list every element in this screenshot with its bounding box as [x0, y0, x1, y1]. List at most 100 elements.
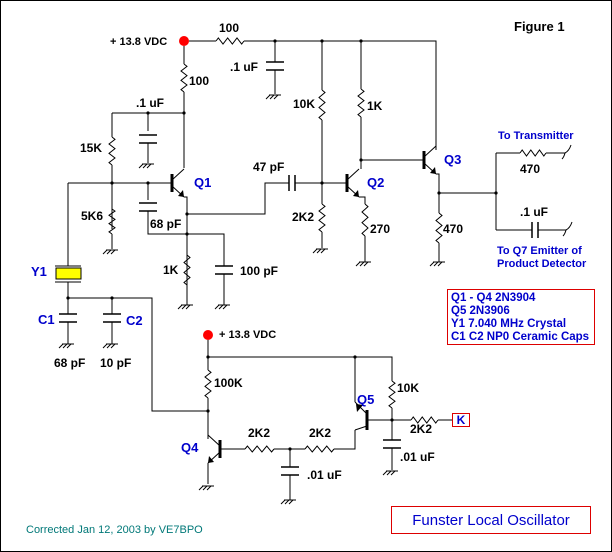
c1-designator: C1	[38, 312, 55, 327]
resistor-symbol	[183, 254, 191, 286]
supply-terminal-icon	[179, 36, 189, 46]
wire	[187, 233, 225, 266]
junction-dot	[273, 39, 277, 43]
junction-dot	[320, 181, 324, 185]
c-q1-emitter-label: 100 pF	[240, 264, 279, 278]
r-key-label: 2K2	[410, 422, 433, 436]
crystal-y1-icon	[55, 267, 82, 280]
c1-value-label: 68 pF	[54, 356, 86, 370]
ground-icon	[66, 343, 72, 349]
ground-icon	[218, 304, 224, 310]
ground-icon	[198, 485, 204, 491]
ground-icon	[429, 261, 435, 267]
ground-icon	[146, 163, 152, 169]
resistor-symbol	[361, 203, 369, 237]
ground-icon	[110, 249, 116, 255]
c-coupling-label: 47 pF	[253, 160, 285, 174]
wire	[334, 430, 356, 450]
ground-icon	[138, 163, 144, 169]
c-pd-output-label: .1 uF	[520, 205, 549, 219]
wire	[184, 196, 188, 305]
resistor-symbol	[108, 136, 116, 166]
ground-icon	[355, 261, 361, 267]
junction-dot	[66, 296, 70, 300]
r-q2-bias-lower-label: 2K2	[292, 210, 315, 224]
to-transmitter-label: To Transmitter	[498, 130, 574, 142]
r-q2-bias-upper-label: 10K	[293, 97, 316, 111]
wire	[436, 173, 440, 213]
c-key-filter-label: .01 uF	[400, 450, 435, 464]
resistor-symbol	[244, 445, 275, 453]
ground-icon	[142, 163, 148, 169]
wire	[359, 196, 366, 204]
junction-dot	[185, 212, 189, 216]
wires	[67, 40, 566, 500]
parts-note: Y1 7.040 MHz Crystal	[451, 318, 567, 330]
ground-icon	[273, 94, 279, 100]
r-q4-base-1-label: 2K2	[248, 426, 271, 440]
r-q2-emitter-label: 270	[370, 222, 391, 236]
ground-icon	[437, 261, 443, 267]
ground-icon	[110, 343, 116, 349]
resistor-symbol	[388, 380, 396, 409]
transistor-collector	[423, 145, 437, 158]
ground-icon	[202, 485, 208, 491]
transistor-emitter	[354, 401, 368, 415]
r-bias-upper-label: 15K	[80, 141, 103, 155]
resistor-symbol	[318, 89, 326, 121]
c2-designator: C2	[126, 313, 143, 328]
parts-note: C1 C2 NP0 Ceramic Caps	[451, 331, 590, 343]
ground-icon	[359, 261, 365, 267]
junction-dot	[206, 409, 210, 413]
resistor-symbol	[180, 63, 188, 93]
ground-icon	[206, 485, 212, 491]
wire	[208, 356, 393, 377]
junction-dot	[359, 39, 363, 43]
r-q4-collector-label: 100K	[214, 376, 243, 390]
junction-dot	[353, 355, 357, 359]
c-supply-bypass-label: .1 uF	[230, 60, 259, 74]
ground-icon	[177, 304, 183, 310]
ground-icon	[386, 470, 392, 476]
ground-icon	[288, 499, 294, 505]
resistor-symbol	[435, 212, 443, 244]
junction-dot	[146, 181, 150, 185]
open-terminal-icon	[562, 221, 573, 237]
emitter-arrow-icon	[353, 190, 359, 197]
c-feedback-label: 68 pF	[150, 217, 182, 231]
ground-icon	[265, 94, 271, 100]
transistor-collector	[207, 434, 221, 447]
supply-label-bottom: + 13.8 VDC	[219, 329, 277, 341]
ground-icon	[62, 343, 68, 349]
ground-icon	[433, 261, 439, 267]
r-q3-emitter-label: 470	[443, 222, 464, 236]
transistor-collector	[171, 168, 185, 181]
wire	[67, 282, 208, 412]
key-terminal: K	[452, 413, 470, 427]
credit-note: Corrected Jan 12, 2003 by VE7BPO	[26, 524, 203, 536]
ground-icon	[269, 94, 275, 100]
junction-dot	[146, 111, 150, 115]
resistor-symbol	[318, 203, 326, 233]
to-product-detector-line1: To Q7 Emitter of	[497, 245, 582, 257]
wire	[147, 211, 187, 235]
ground-icon	[382, 470, 388, 476]
wire	[187, 182, 289, 215]
parts	[55, 36, 573, 505]
parts-notes-box: Q1 - Q4 2N3904 Q5 2N3906 Y1 7.040 MHz Cr…	[447, 289, 595, 345]
junction-dot	[390, 418, 394, 422]
ground-icon	[58, 343, 64, 349]
to-product-detector-line2: Product Detector	[497, 258, 587, 270]
r-q1-collector-label: 100	[189, 74, 210, 88]
r-q1-emitter-label: 1K	[163, 263, 179, 277]
junction-dot	[182, 111, 186, 115]
junction-dot	[206, 355, 210, 359]
ground-icon	[102, 249, 108, 255]
r-supply-series-label: 100	[219, 21, 240, 35]
emitter-arrow-icon	[430, 167, 436, 174]
c2-value-label: 10 pF	[100, 356, 132, 370]
open-terminal-icon	[561, 144, 572, 160]
resistor-symbol	[410, 416, 439, 424]
